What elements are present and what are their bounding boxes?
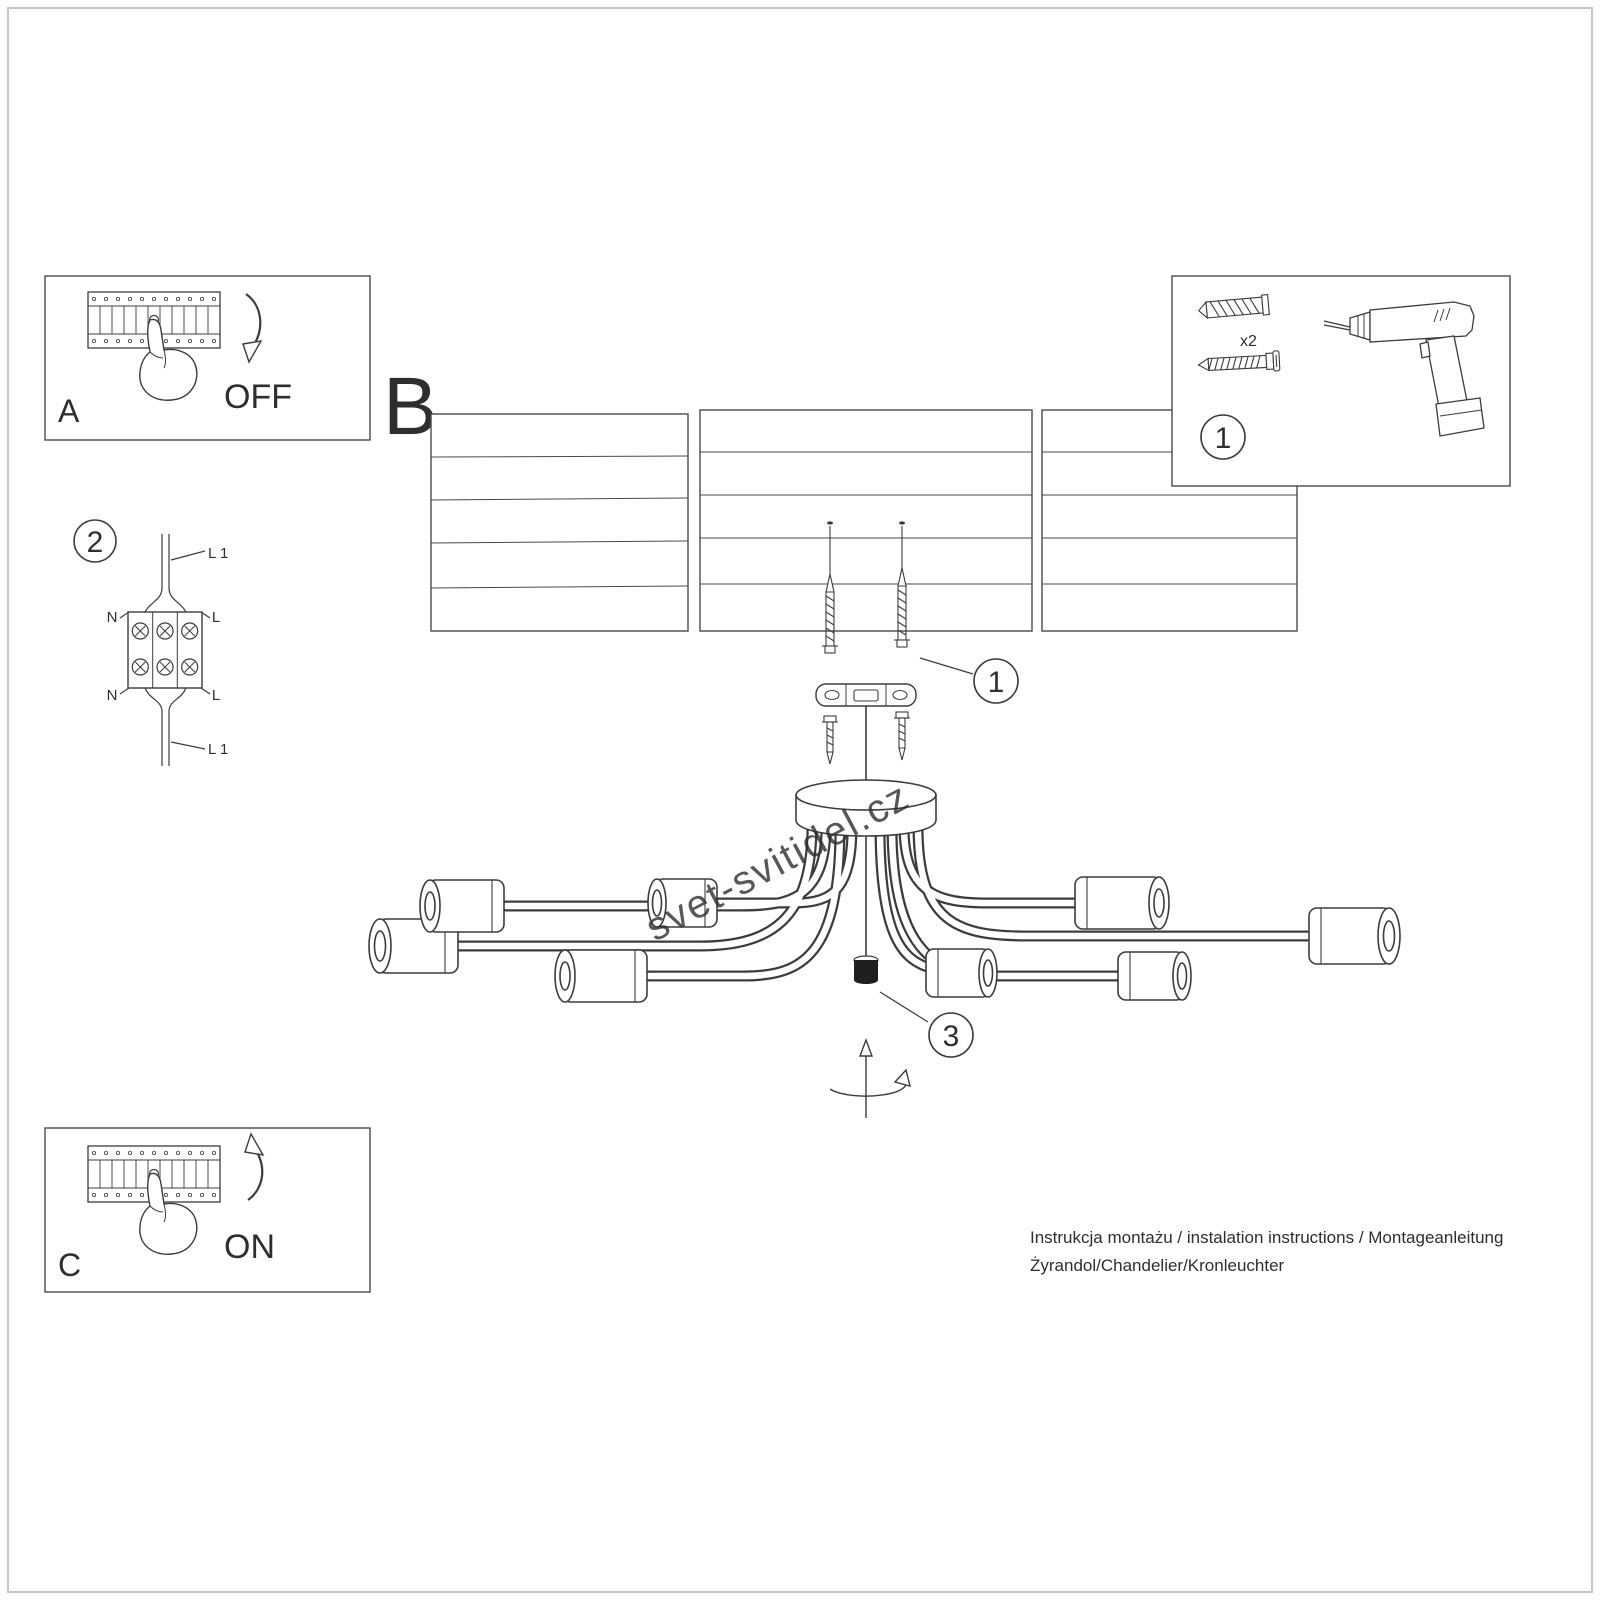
- ceiling-canopy: [795, 779, 937, 837]
- wire-label-n-top: N: [107, 609, 118, 626]
- step1-badge-number: 1: [988, 666, 1005, 699]
- section-b-label: B: [383, 361, 438, 452]
- wire-label-l1-top: L 1: [208, 545, 228, 562]
- socket-3: [554, 949, 648, 1003]
- footer-line2: Żyrandol/Chandelier/Kronleuchter: [1030, 1256, 1285, 1275]
- drill-icon: [1323, 301, 1485, 437]
- socket-6: [1074, 876, 1170, 930]
- pilot-hole-left: [827, 521, 833, 525]
- terminal-block: [127, 611, 203, 689]
- lamp-sockets: [368, 876, 1401, 1003]
- page-border: [7, 7, 1593, 1593]
- step-c-label: C: [58, 1247, 81, 1283]
- on-label: ON: [224, 1228, 275, 1266]
- socket-2: [419, 879, 505, 933]
- off-label: OFF: [224, 378, 292, 416]
- footer-line1: Instrukcja montażu / instalation instruc…: [1030, 1228, 1503, 1247]
- socket-8: [1308, 907, 1401, 965]
- hardware-badge-number: 1: [1215, 422, 1232, 455]
- step1-badge: [973, 658, 1019, 704]
- step-c-box: ON C: [44, 1127, 371, 1293]
- step-a-label: A: [58, 393, 80, 429]
- mounting-bracket: [815, 683, 917, 707]
- hardware-box: x2 1: [1171, 275, 1511, 487]
- wire-label-l-bottom: L: [212, 687, 220, 704]
- pilot-hole-right: [899, 521, 905, 525]
- arrow-down-icon: [242, 293, 263, 364]
- screw-icon: [1197, 350, 1281, 372]
- wire-label-l1-bottom: L 1: [208, 741, 228, 758]
- hardware-badge: [1200, 414, 1246, 460]
- step2-badge: [73, 519, 117, 563]
- finial-knob: [853, 955, 879, 984]
- step-a-box: OFF A: [44, 275, 371, 441]
- badge3-leader: [879, 991, 929, 1023]
- socket-7: [1117, 951, 1192, 1001]
- arrow-up-icon: [244, 1132, 265, 1201]
- ceiling-planks: [430, 409, 1298, 632]
- rotation-arrow-icon: [829, 1038, 911, 1118]
- socket-4: [647, 878, 718, 928]
- step2-badge-number: 2: [87, 526, 104, 559]
- socket-5: [925, 948, 998, 998]
- wall-anchor-icon: [1197, 294, 1270, 320]
- badge1-leader: [919, 657, 974, 675]
- wiring-diagram: 2: [73, 519, 228, 766]
- step3-badge: [928, 1012, 974, 1058]
- anchor-qty-label: x2: [1240, 333, 1257, 350]
- mounting-screws: [822, 526, 910, 654]
- step3-badge-number: 3: [943, 1020, 960, 1053]
- wire-label-l-top: L: [212, 609, 220, 626]
- canopy-screws: [822, 711, 910, 765]
- wire-label-n-bottom: N: [107, 687, 118, 704]
